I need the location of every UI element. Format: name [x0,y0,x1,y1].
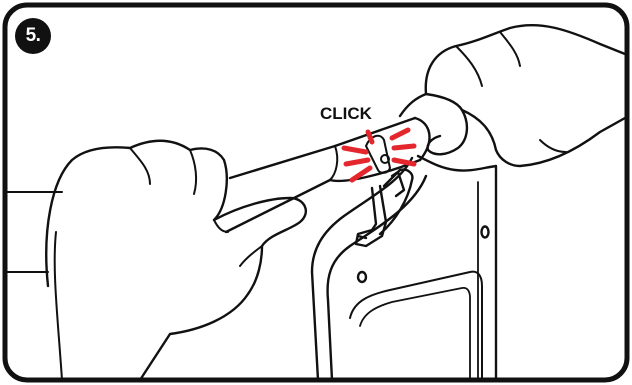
click-callout-label: CLICK [320,104,372,124]
step-number-badge: 5. [15,18,51,54]
